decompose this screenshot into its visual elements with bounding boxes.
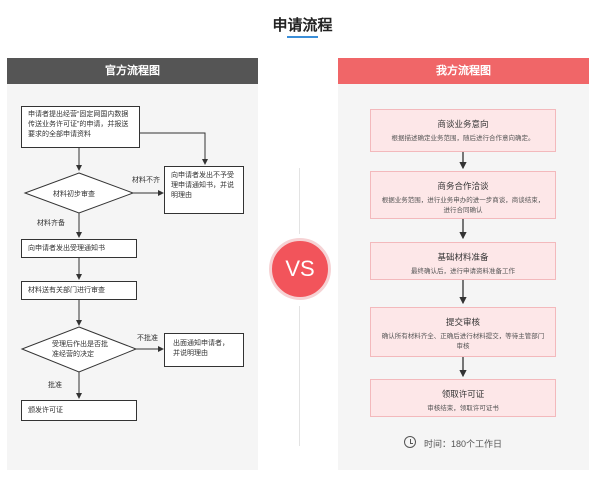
vs-divider-bottom xyxy=(299,306,300,446)
our-step-business-intent: 商谈业务意向 根据描述确定业务范围，随后进行合作意向确定。 xyxy=(370,109,556,152)
our-step-material-prep: 基础材料准备 最终确认后，进行申请资料准备工作 xyxy=(370,242,556,280)
step-issue-license: 颁发许可证 xyxy=(21,400,137,421)
our-step-title: 提交审核 xyxy=(445,317,480,327)
arrow-step1-reject1 xyxy=(140,132,208,165)
our-step-desc: 根据描述确定业务范围，随后进行合作意向确定。 xyxy=(391,135,535,142)
decision2-label: 受理后作出是否批准经营的决定 xyxy=(52,341,108,358)
our-step-desc: 确认所有材料齐全、正确后进行材料提交，等待主管部门审核 xyxy=(381,333,545,350)
our-step-title: 商谈业务意向 xyxy=(437,119,489,129)
our-flow-header: 我方流程图 xyxy=(338,58,589,84)
time-duration: 时间：180个工作日 xyxy=(424,439,503,449)
our-step-title: 领取许可证 xyxy=(441,389,485,399)
vs-divider-top xyxy=(299,168,300,234)
reject2-condition-label: 不批准 xyxy=(137,335,158,342)
clock-icon xyxy=(404,436,416,448)
accept1-condition-label: 材料齐备 xyxy=(37,220,65,227)
our-step-get-license: 领取许可证 审核结束，领取许可证书 xyxy=(370,379,556,417)
our-step-title: 基础材料准备 xyxy=(437,252,489,262)
step-department-review: 材料送有关部门进行审查 xyxy=(21,281,137,300)
our-step-desc: 最终确认后，进行申请资料准备工作 xyxy=(411,268,515,275)
step-accept-notice: 向申请者发出受理通知书 xyxy=(21,239,137,258)
official-flow-header: 官方流程图 xyxy=(7,58,258,84)
our-step-title: 商务合作洽谈 xyxy=(437,181,489,191)
accept2-condition-label: 批准 xyxy=(48,382,62,389)
title-underline xyxy=(287,36,318,38)
reject1-condition-label: 材料不齐 xyxy=(132,177,160,184)
reject1-notice-box: 向申请者发出不予受理申请通知书，并说明理由 xyxy=(164,166,244,214)
our-step-desc: 审核结束，领取许可证书 xyxy=(427,405,499,412)
reject2-notice-box: 出面通知申请者，并说明理由 xyxy=(164,333,244,367)
our-step-submit-review: 提交审核 确认所有材料齐全、正确后进行材料提交，等待主管部门审核 xyxy=(370,307,556,357)
vs-badge: VS xyxy=(269,238,331,300)
step-submit-application: 申请者提出经营“固定网国内数据传送业务许可证”的申请，并报送要求的全部申请资料 xyxy=(21,106,140,148)
decision1-label: 材料初步审查 xyxy=(53,191,95,198)
page-title: 申请流程 xyxy=(272,17,333,34)
our-step-negotiation: 商务合作洽谈 根据业务范围，进行业务申办的进一步商谈，商谈结束，进行合同确认 xyxy=(370,171,556,219)
our-step-desc: 根据业务范围，进行业务申办的进一步商谈，商谈结束，进行合同确认 xyxy=(381,197,545,214)
